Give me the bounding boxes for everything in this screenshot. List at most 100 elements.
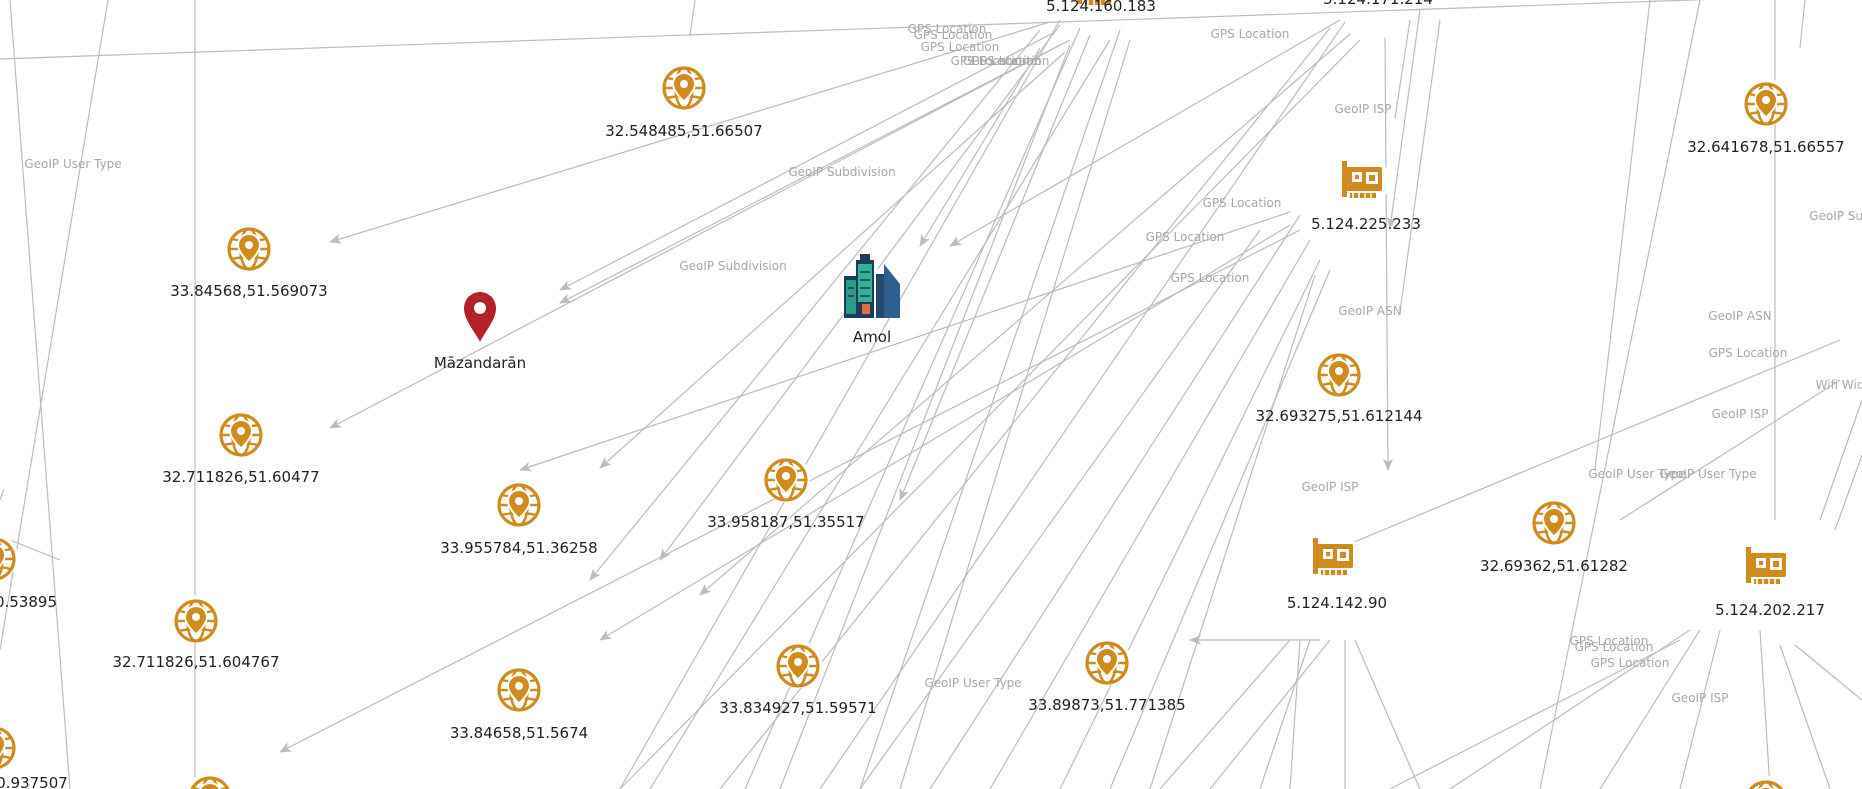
graph-node[interactable]: 33.84658,51.5674 <box>450 664 588 742</box>
graph-edge[interactable] <box>899 34 1091 501</box>
graph-edge[interactable] <box>329 21 1051 244</box>
graph-edge[interactable] <box>559 31 1056 291</box>
graph-edge[interactable] <box>1779 644 1831 789</box>
globe-location-icon[interactable] <box>764 458 808 502</box>
graph-node[interactable]: 32.548485,51.66507 <box>605 62 763 140</box>
graph-edge[interactable] <box>0 0 1862 60</box>
globe-location-icon[interactable] <box>1744 82 1788 126</box>
graph-edge[interactable] <box>899 39 1131 789</box>
graph-edge[interactable] <box>0 488 5 501</box>
graph-edge[interactable] <box>599 51 1066 469</box>
graph-edge[interactable] <box>1399 19 1441 313</box>
globe-location-icon[interactable] <box>497 483 541 527</box>
graph-edge[interactable] <box>819 21 1346 789</box>
graph-edge[interactable] <box>1289 639 1301 789</box>
graph-edge[interactable] <box>779 44 1071 789</box>
graph-edge[interactable] <box>1382 37 1393 471</box>
node-label: 5.124.160.183 <box>1046 0 1156 15</box>
node-label: 5.124.171.214 <box>1323 0 1433 8</box>
edge-label: GeoIP Sub <box>1809 209 1862 223</box>
globe-location-icon[interactable] <box>219 413 263 457</box>
graph-edge[interactable] <box>1799 0 1806 49</box>
graph-edge[interactable] <box>1599 629 1701 789</box>
graph-node[interactable]: Amol <box>843 253 901 346</box>
edge-label: GPS Location <box>1211 27 1290 41</box>
edge-label: Wifi Wid <box>1816 378 1862 392</box>
graph-edge[interactable] <box>1834 454 1862 531</box>
graph-node[interactable]: 5.124.160.183 <box>1046 0 1156 15</box>
graph-edge[interactable] <box>949 19 1341 247</box>
globe-location-icon[interactable] <box>227 227 271 271</box>
graph-edge[interactable] <box>1819 399 1862 521</box>
graph-edge[interactable] <box>1059 259 1321 789</box>
graph-node[interactable]: 32.641678,51.66557 <box>1687 78 1845 156</box>
graph-node[interactable]: 33.84568,51.569073 <box>170 223 328 300</box>
graph-node[interactable]: 32.69362,51.61282 <box>1480 497 1628 575</box>
graph-node[interactable]: 32.711826,51.604767 <box>113 595 280 671</box>
globe-location-icon[interactable] <box>662 66 706 110</box>
graph-node[interactable]: 0.937507 <box>0 722 68 789</box>
node-label: 33.955784,51.36258 <box>440 539 597 557</box>
graph-node[interactable]: 33.89873,51.771385 <box>1028 637 1186 714</box>
graph-node[interactable]: 33.955784,51.36258 <box>440 479 598 557</box>
graph-edge[interactable] <box>699 33 1351 596</box>
graph-edge[interactable] <box>619 39 1361 789</box>
globe-location-icon[interactable] <box>174 599 218 643</box>
graph-edge[interactable] <box>519 211 1291 472</box>
graph-edge[interactable] <box>649 39 1111 789</box>
graph-edge[interactable] <box>929 214 1301 789</box>
graph-node[interactable]: 33.834927,51.59571 <box>719 640 877 717</box>
globe-location-icon[interactable] <box>1317 353 1361 397</box>
graph-node[interactable] <box>186 772 234 789</box>
graph-edge[interactable] <box>1449 629 1691 789</box>
graph-edge[interactable] <box>1794 644 1862 701</box>
edge-label: GeoIP ISP <box>1711 407 1768 421</box>
graph-edge[interactable] <box>1259 639 1311 789</box>
graph-edge[interactable] <box>619 19 1061 789</box>
node-label: 33.84568,51.569073 <box>170 282 327 300</box>
globe-location-icon[interactable] <box>1085 641 1129 685</box>
graph-edge[interactable] <box>1759 629 1771 789</box>
graph-edge[interactable] <box>1594 0 1651 471</box>
graph-edge[interactable] <box>1386 9 1421 229</box>
graph-edge[interactable] <box>589 29 1041 581</box>
graph-edge[interactable] <box>1679 629 1721 789</box>
graph-edge[interactable] <box>1619 379 1841 521</box>
globe-location-icon[interactable] <box>776 644 820 688</box>
graph-node[interactable]: 0.53895 <box>0 533 57 611</box>
node-label: 5.124.142.90 <box>1287 594 1387 612</box>
graph-edge[interactable] <box>1329 339 1841 553</box>
graph-node[interactable]: 5.124.142.90 <box>1287 534 1387 612</box>
graph-node[interactable] <box>1742 776 1790 789</box>
globe-location-icon[interactable] <box>1532 501 1576 545</box>
graph-node[interactable]: 5.124.202.217 <box>1715 543 1825 619</box>
graph-edge[interactable] <box>1209 639 1331 789</box>
graph-edge[interactable] <box>1389 639 1681 789</box>
graph-node[interactable]: 5.124.225.233 <box>1311 157 1421 233</box>
graph-edge[interactable] <box>1159 639 1291 789</box>
graph-edge[interactable] <box>689 0 696 37</box>
graph-edge[interactable] <box>1539 0 1701 789</box>
graph-edge[interactable] <box>9 0 71 789</box>
graph-edge[interactable] <box>1109 269 1331 789</box>
edge-label: GPS Location <box>963 54 1042 68</box>
graph-edge[interactable] <box>1354 639 1421 789</box>
graph-edge[interactable] <box>329 39 1071 429</box>
city-buildings-icon[interactable] <box>843 253 901 319</box>
graph-edge[interactable] <box>919 47 1041 247</box>
graph-edge[interactable] <box>989 239 1311 789</box>
graph-edge[interactable] <box>1394 19 1411 119</box>
graph-node[interactable]: 5.124.171.214 <box>1323 0 1433 8</box>
graph-node[interactable]: Māzandarān <box>434 292 526 372</box>
graph-edge[interactable] <box>859 29 1121 789</box>
graph-edge[interactable] <box>859 229 1261 789</box>
graph-edge[interactable] <box>1149 274 1316 789</box>
graph-edge[interactable] <box>599 224 1291 641</box>
graph-node[interactable]: 32.711826,51.60477 <box>162 409 320 486</box>
graph-edge[interactable] <box>0 0 109 651</box>
graph-node[interactable]: 32.693275,51.612144 <box>1256 349 1423 425</box>
globe-location-icon[interactable] <box>497 668 541 712</box>
graph-node[interactable]: 33.958187,51.35517 <box>707 454 865 531</box>
graph-edge[interactable] <box>559 44 1061 304</box>
